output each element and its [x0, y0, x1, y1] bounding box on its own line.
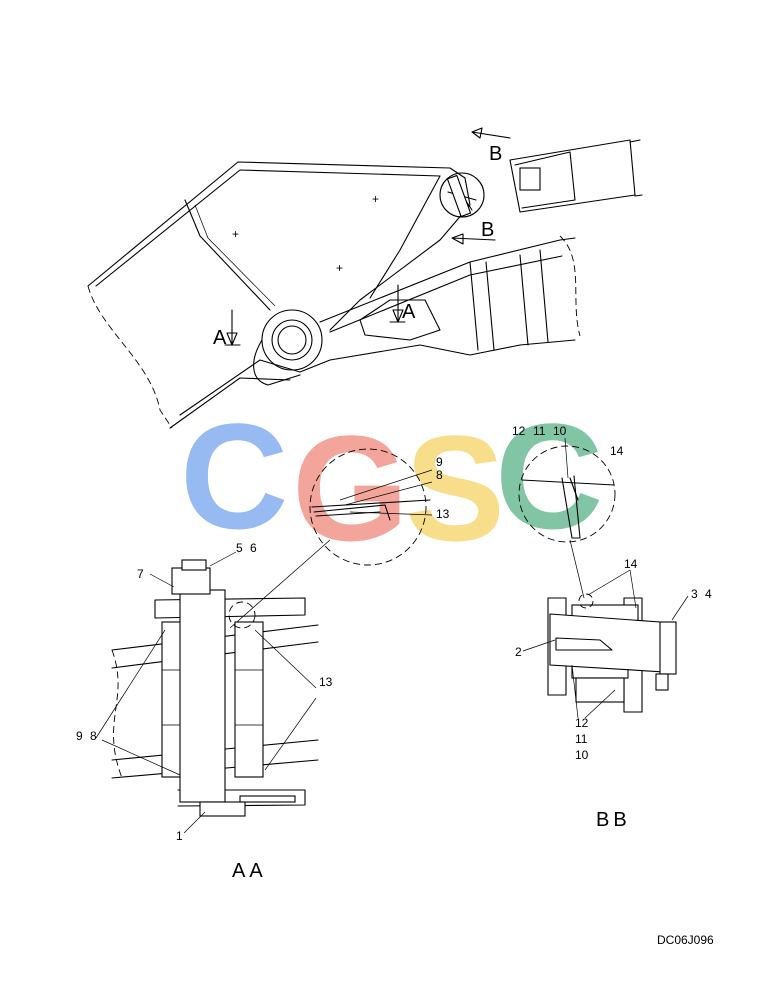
bb-callout-12: 12 [575, 716, 589, 730]
svg-text:+: + [372, 192, 379, 206]
top-view-arm-assembly: B B A A + + + [87, 127, 643, 429]
detail-bb-callout-10: 10 [553, 424, 567, 438]
section-bb-view: 12 11 10 14 2 3 4 14 12 11 10 BB [512, 424, 712, 831]
detail-aa-callout-13: 13 [436, 507, 450, 521]
bb-callout-14: 14 [624, 557, 638, 571]
watermark-letter-4: C [495, 392, 603, 560]
bb-callout-2: 2 [515, 645, 522, 659]
aa-callout-6: 6 [250, 541, 257, 555]
bb-callout-3: 3 [691, 587, 698, 601]
detail-aa-callout-8: 8 [436, 468, 443, 482]
detail-bb-callout-14: 14 [610, 444, 624, 458]
aa-callout-5: 5 [236, 541, 243, 555]
detail-aa-callout-9: 9 [436, 455, 443, 469]
section-b-mark-upper: B [489, 143, 502, 165]
bb-callout-4: 4 [705, 587, 712, 601]
watermark-letter-1: C [180, 392, 288, 560]
detail-bb-callout-11: 11 [533, 424, 546, 438]
section-aa-title: AA [232, 860, 267, 882]
watermark-letter-2: G [292, 404, 409, 572]
watermark-logo: C G S C [180, 392, 603, 572]
svg-text:+: + [336, 261, 343, 275]
watermark-letter-3: S [405, 404, 505, 572]
aa-callout-9: 9 [76, 729, 83, 743]
bb-callout-10: 10 [575, 748, 589, 762]
section-aa-view: 9 8 13 5 6 7 9 8 1 [76, 448, 450, 882]
section-a-mark-left: A [213, 327, 227, 349]
drawing-reference-code: DC06J096 [657, 933, 714, 947]
aa-callout-1: 1 [176, 829, 183, 843]
svg-text:+: + [232, 227, 239, 241]
bb-callout-11: 11 [575, 732, 588, 746]
section-b-mark-lower: B [481, 219, 494, 241]
aa-callout-7: 7 [137, 567, 144, 581]
aa-callout-13: 13 [319, 675, 333, 689]
detail-bb-callout-12: 12 [512, 424, 526, 438]
aa-callout-8: 8 [90, 729, 97, 743]
section-bb-title: BB [596, 809, 631, 831]
section-a-mark-right: A [402, 301, 416, 323]
